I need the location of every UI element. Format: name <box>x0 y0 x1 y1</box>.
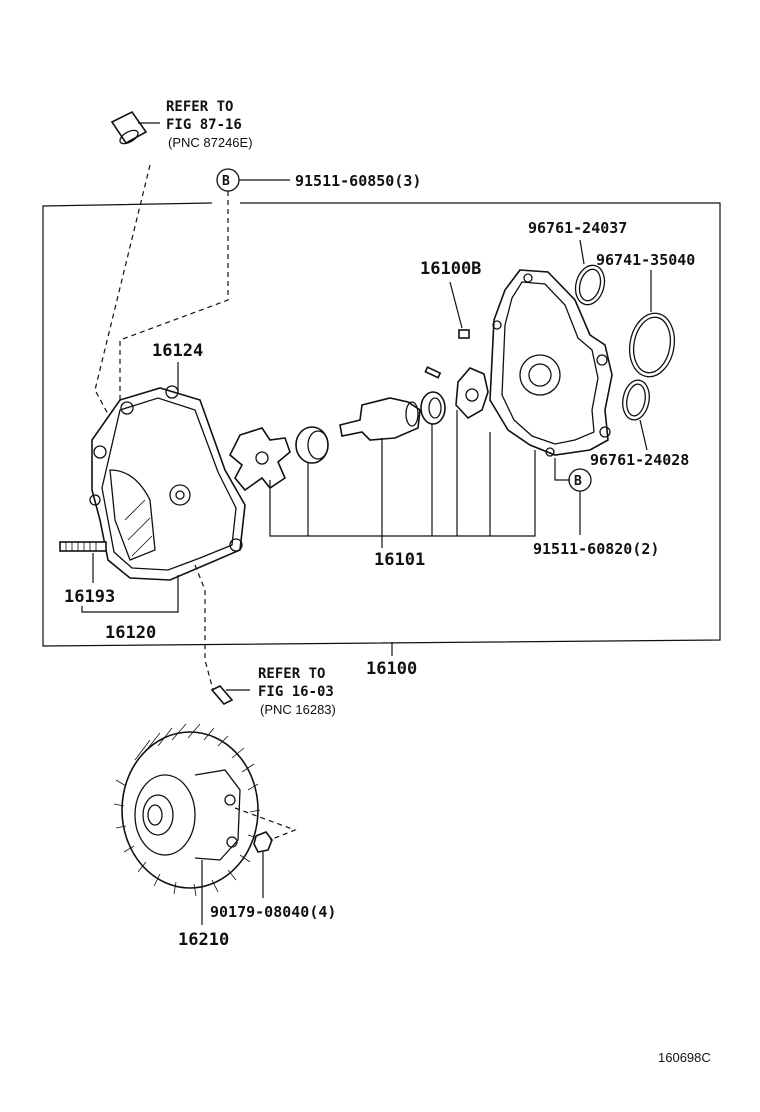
o-ring-96741-35040-icon <box>628 312 676 378</box>
label-16124[interactable]: 16124 <box>152 341 203 361</box>
tube-icon <box>210 685 234 705</box>
callout-b-right-letter: B <box>574 474 582 489</box>
callout-b-right-link <box>554 458 570 481</box>
leader-96761-24037 <box>579 239 585 265</box>
label-16210[interactable]: 16210 <box>178 930 229 950</box>
pin-icon <box>424 366 442 379</box>
impeller-icon <box>229 427 291 492</box>
callout-b-top-letter: B <box>222 174 230 189</box>
nut-icon <box>253 831 273 853</box>
callout-b-top-dashed <box>119 191 229 400</box>
ref-mid-line1: REFER TO <box>258 666 325 682</box>
flange-hub-icon <box>455 367 489 420</box>
label-96761-24028[interactable]: 96761-24028 <box>590 451 689 469</box>
ref-top-line2: FIG 87-16 <box>166 117 242 133</box>
label-16101[interactable]: 16101 <box>374 550 425 570</box>
pump-cover-plate-icon <box>489 269 613 457</box>
nut-dashed-leader <box>234 807 297 841</box>
seal-icon <box>295 426 329 464</box>
label-96761-24037[interactable]: 96761-24037 <box>528 219 627 237</box>
ref-mid-line2: FIG 16-03 <box>258 684 334 700</box>
leader-96761-24028 <box>639 419 648 451</box>
ref-top-line1: REFER TO <box>166 99 233 115</box>
label-16193[interactable]: 16193 <box>64 587 115 607</box>
stud-bolt-icon <box>59 541 107 552</box>
assembly-frame <box>42 202 721 647</box>
ref-mid-dashed-leader <box>194 564 214 691</box>
pin-16100b-icon <box>458 329 470 339</box>
label-16120[interactable]: 16120 <box>105 623 156 643</box>
label-91511-60820[interactable]: 91511-60820(2) <box>533 540 659 558</box>
bracket-16101 <box>269 410 536 548</box>
o-ring-96761-24028-icon <box>622 379 650 421</box>
label-90179-08040[interactable]: 90179-08040(4) <box>210 903 336 921</box>
label-16100[interactable]: 16100 <box>366 659 417 679</box>
figure-code: 160698C <box>658 1050 711 1065</box>
water-pump-housing-icon <box>89 385 246 581</box>
ref-mid-line3: (PNC 16283) <box>260 702 336 717</box>
fan-clutch-icon <box>113 723 261 897</box>
leader-16100b <box>449 281 463 329</box>
leader-16120 <box>81 575 179 613</box>
hose-icon <box>110 110 148 145</box>
ref-top-line3: (PNC 87246E) <box>168 135 253 150</box>
label-16100b[interactable]: 16100B <box>420 259 481 279</box>
bearing-ring-icon <box>420 391 446 425</box>
o-ring-96761-24037-icon <box>574 264 606 306</box>
label-91511-60850[interactable]: 91511-60850(3) <box>295 172 421 190</box>
shaft-bearing-icon <box>339 397 421 441</box>
label-96741-35040[interactable]: 96741-35040 <box>596 251 695 269</box>
